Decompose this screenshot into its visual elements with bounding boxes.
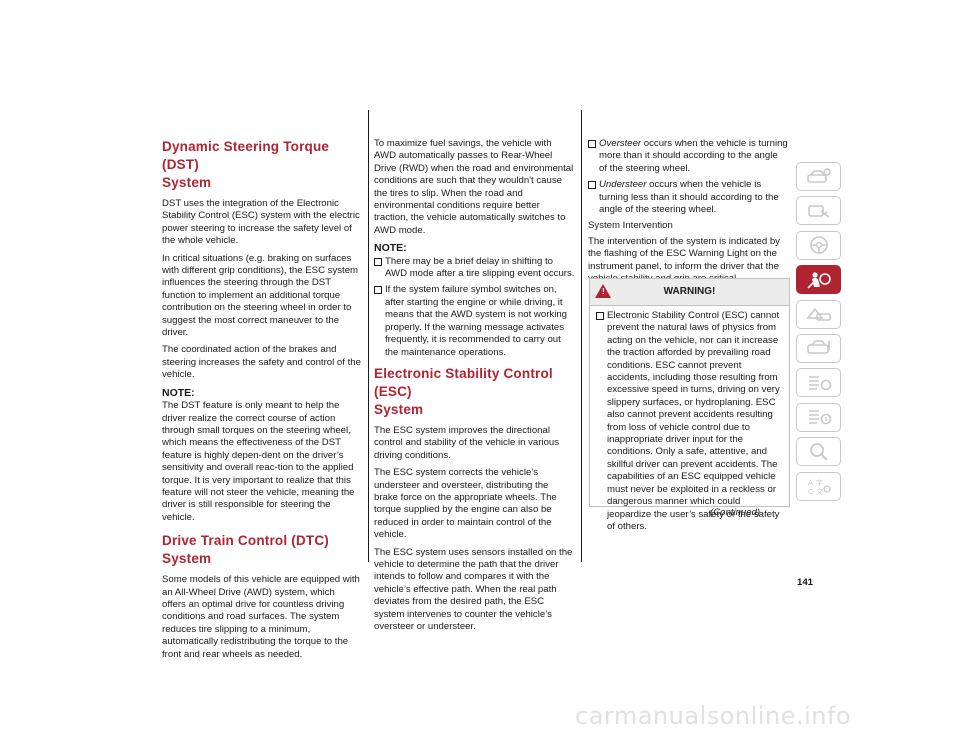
- list-item: There may be a brief delay in shifting t…: [374, 256, 575, 281]
- awd-paragraph: To maximize fuel savings, the vehicle wi…: [374, 138, 574, 236]
- system-intervention-subheading: System Intervention: [588, 220, 673, 232]
- warning-header: ! WARNING!: [590, 279, 789, 306]
- dst-note-text: The DST feature is only meant to help th…: [162, 400, 355, 523]
- svg-text:C: C: [808, 488, 813, 496]
- understeer-term: Understeer: [599, 179, 647, 191]
- list-item: Electronic Stability Control (ESC) canno…: [596, 310, 783, 533]
- svg-text:字: 字: [816, 478, 823, 487]
- tab-warning-lights[interactable]: [796, 333, 841, 363]
- warning-triangle-icon: [595, 284, 611, 298]
- vehicle-getting-to-know-icon: [806, 167, 831, 183]
- svg-text:文: 文: [816, 487, 823, 496]
- list-item: If the system failure symbol switches on…: [374, 284, 575, 358]
- warning-lights-icon: [806, 340, 830, 355]
- esc-paragraph-2: The ESC system corrects the vehicle’s un…: [374, 467, 557, 541]
- note-list: There may be a brief delay in shifting t…: [374, 256, 575, 359]
- servicing-maintenance-icon: [808, 376, 831, 391]
- column-3: Oversteer occurs when the vehicle is tur…: [588, 138, 788, 290]
- tab-servicing[interactable]: [796, 368, 841, 398]
- dst-paragraph-3: The coordinated action of the brakes and…: [162, 344, 361, 381]
- tab-vehicle[interactable]: [796, 162, 841, 191]
- tab-keys[interactable]: [796, 196, 841, 226]
- steer-list: Oversteer occurs when the vehicle is tur…: [588, 138, 788, 216]
- esc-paragraph-1: The ESC system improves the directional …: [374, 424, 560, 461]
- warning-list: Electronic Stability Control (ESC) canno…: [596, 310, 783, 533]
- list-item: Understeer occurs when the vehicle is tu…: [588, 179, 788, 216]
- footer-watermark: carmanualsonline.info: [575, 702, 852, 730]
- esc-paragraph-3: The ESC system uses sensors installed on…: [374, 546, 573, 632]
- dtc-paragraph-1: Some models of this vehicle are equipped…: [162, 574, 360, 660]
- svg-text:A: A: [808, 479, 813, 487]
- tab-safety[interactable]: [796, 265, 841, 295]
- column-1: Dynamic Steering Torque (DST) System DST…: [162, 138, 361, 666]
- note-label: NOTE:: [162, 386, 195, 399]
- tab-steering[interactable]: [796, 230, 841, 260]
- column-divider-2: [581, 110, 582, 562]
- tab-search[interactable]: [796, 437, 841, 467]
- column-divider-1: [368, 110, 369, 562]
- oversteer-term: Oversteer: [599, 138, 642, 149]
- esc-heading: Electronic Stability Control (ESC) Syste…: [374, 365, 553, 417]
- tab-driving[interactable]: [796, 299, 841, 329]
- list-item: Oversteer occurs when the vehicle is tur…: [588, 138, 788, 175]
- warning-body: Electronic Stability Control (ESC) canno…: [590, 306, 789, 541]
- dtc-heading: Drive Train Control (DTC) System: [162, 533, 330, 567]
- warning-title: WARNING!: [663, 286, 716, 297]
- note-label: NOTE:: [374, 242, 407, 255]
- dst-heading: Dynamic Steering Torque (DST) System: [162, 139, 330, 190]
- tab-technical[interactable]: [796, 402, 841, 432]
- warning-box: ! WARNING! Electronic Stability Control …: [589, 278, 790, 532]
- technical-specs-icon: [808, 410, 831, 425]
- exclamation-icon: !: [602, 287, 605, 296]
- column-2: To maximize fuel savings, the vehicle wi…: [374, 138, 575, 638]
- search-index-icon: [809, 442, 828, 461]
- continued-label: (Continued): [710, 507, 761, 518]
- keys-controls-icon: [807, 205, 829, 218]
- dst-paragraph-2: In critical situations (e.g. braking on …: [162, 252, 359, 339]
- safety-airbag-icon: [806, 272, 831, 289]
- page-number: 141: [797, 577, 814, 588]
- steering-wheel-icon: [809, 236, 828, 255]
- starting-driving-icon: [805, 307, 831, 321]
- dst-paragraph-1: DST uses the integration of the Electron…: [162, 198, 360, 247]
